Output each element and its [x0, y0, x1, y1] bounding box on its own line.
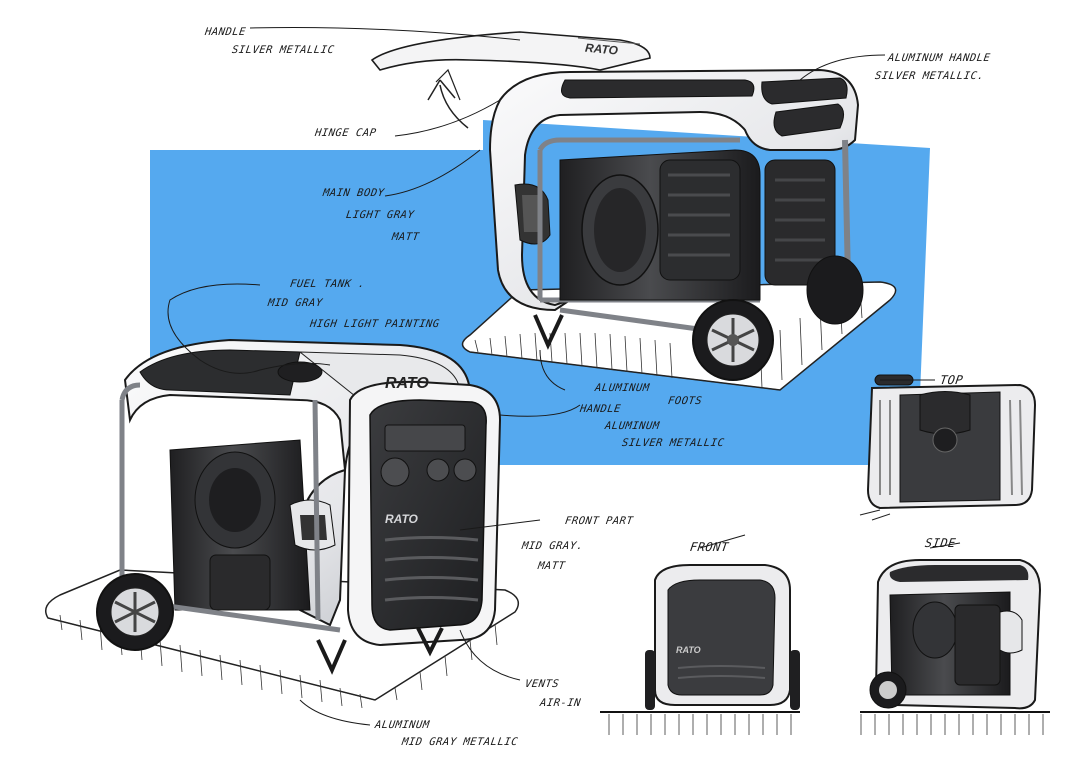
note-handle-line1: HANDLE: [204, 26, 247, 38]
note-hinge-cap: HINGE CAP: [314, 127, 378, 139]
generator-rear-view: RATO: [370, 31, 897, 391]
blue-backdrop-left: [150, 150, 490, 358]
note-front-part-line1: FRONT PART: [564, 515, 635, 527]
body-brand-logo: RATO: [385, 375, 429, 392]
note-alu-foots-line1: ALUMINUM: [594, 382, 651, 394]
note-handle-alu-line1: HANDLE: [579, 403, 622, 415]
note-fuel-tank-line3: HIGH LIGHT PAINTING: [309, 318, 441, 330]
note-handle-line2: SILVER METALLIC: [231, 44, 336, 56]
note-alu-bottom-line2: MID GRAY METALLIC: [401, 736, 519, 748]
note-handle-alu-line2: ALUMINUM: [604, 420, 661, 432]
view-label-side: SIDE: [924, 536, 957, 550]
view-label-top: TOP: [939, 373, 965, 387]
handle-brand-logo: RATO: [585, 41, 620, 58]
note-alu-handle-line1: ALUMINUM HANDLE: [887, 52, 992, 64]
view-label-front: FRONT: [689, 540, 730, 554]
note-alu-foots-line2: FOOTS: [667, 395, 703, 407]
note-vents-line2: AIR-IN: [539, 697, 582, 709]
note-alu-bottom-line1: ALUMINUM: [374, 719, 431, 731]
panel-brand-logo: RATO: [385, 512, 419, 526]
note-handle-alu-line3: SILVER METALLIC: [621, 437, 726, 449]
note-alu-handle-line2: SILVER METALLIC.: [874, 70, 985, 82]
note-fuel-tank-line1: FUEL TANK .: [289, 278, 366, 290]
note-fuel-tank-line2: MID GRAY: [267, 297, 324, 309]
generator-front-view: RATO RATO: [45, 338, 520, 709]
generator-side-view: [860, 559, 1050, 735]
generator-small-front-view: RATO: [600, 564, 800, 735]
note-main-body-line3: MATT: [391, 231, 421, 243]
front-view-logo: RATO: [676, 645, 701, 655]
note-vents-line1: VENTS: [524, 678, 560, 690]
generator-top-view: [859, 374, 1037, 521]
note-front-part-line2: MID GRAY.: [521, 540, 585, 552]
note-front-part-line3: MATT: [537, 560, 567, 572]
note-main-body-line2: LIGHT GRAY: [345, 209, 416, 221]
annotation-leader-lines: [167, 27, 961, 726]
note-main-body-line1: MAIN BODY: [322, 187, 386, 199]
